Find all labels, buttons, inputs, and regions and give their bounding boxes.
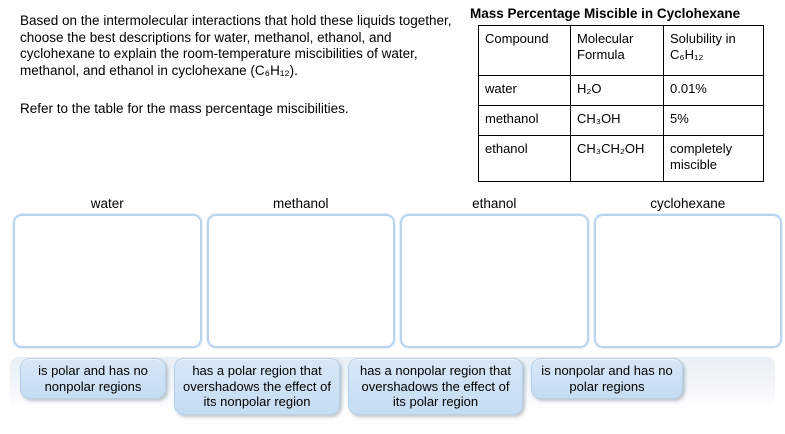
table-header-compound: Compound	[478, 25, 571, 76]
drop-zone-methanol[interactable]	[206, 214, 395, 348]
table-title: Mass Percentage Miscible in Cyclohexane	[470, 6, 741, 21]
cell-solubility: 0.01%	[663, 75, 764, 106]
question-paragraph-2: Refer to the table for the mass percenta…	[20, 101, 349, 116]
drop-zone-label: cyclohexane	[650, 196, 726, 211]
table-row: water H₂O 0.01%	[478, 75, 764, 106]
question-paragraph-1: Based on the intermolecular interactions…	[20, 13, 452, 78]
answer-bank: is polar and has no nonpolar regions has…	[10, 357, 775, 415]
table-row: methanol CH₃OH 5%	[478, 105, 764, 136]
miscibility-table-section: Mass Percentage Miscible in Cyclohexane …	[470, 6, 764, 182]
drop-zone-cyclohexane[interactable]	[593, 214, 782, 348]
table-header-formula: Molecular Formula	[570, 25, 664, 76]
answer-chip-polar-overshadows[interactable]: has a polar region that overshadows the …	[174, 358, 340, 415]
cell-solubility: completely miscible	[663, 135, 764, 182]
cell-compound: methanol	[478, 105, 571, 136]
cell-formula: H₂O	[570, 75, 664, 106]
drop-zone-water[interactable]	[13, 214, 202, 348]
cell-solubility: 5%	[663, 105, 764, 136]
table-header-row: Compound Molecular Formula Solubility in…	[478, 25, 764, 76]
miscibility-table: Compound Molecular Formula Solubility in…	[478, 25, 764, 182]
answer-chip-nonpolar-no-polar[interactable]: is nonpolar and has no polar regions	[531, 358, 683, 399]
answer-chip-nonpolar-overshadows[interactable]: has a nonpolar region that overshadows t…	[348, 358, 523, 415]
drop-zone-label: ethanol	[472, 196, 517, 211]
drop-zone-row: water methanol ethanol cyclohexane	[13, 196, 782, 348]
cell-compound: ethanol	[478, 135, 571, 182]
table-header-solubility: Solubility in C₆H₁₂	[663, 25, 764, 76]
drop-zone-column-ethanol: ethanol	[400, 196, 589, 348]
table-row: ethanol CH₃CH₂OH completely miscible	[478, 135, 764, 182]
drop-zone-column-cyclohexane: cyclohexane	[593, 196, 782, 348]
cell-formula: CH₃CH₂OH	[570, 135, 664, 182]
cell-compound: water	[478, 75, 571, 106]
drop-zone-column-water: water	[13, 196, 202, 348]
answer-chip-polar-no-nonpolar[interactable]: is polar and has no nonpolar regions	[20, 358, 166, 399]
drop-zone-ethanol[interactable]	[400, 214, 589, 348]
drop-zone-label: methanol	[272, 196, 329, 211]
drop-zone-label: water	[90, 196, 124, 211]
drop-zone-column-methanol: methanol	[206, 196, 395, 348]
question-text: Based on the intermolecular interactions…	[20, 13, 470, 118]
cell-formula: CH₃OH	[570, 105, 664, 136]
